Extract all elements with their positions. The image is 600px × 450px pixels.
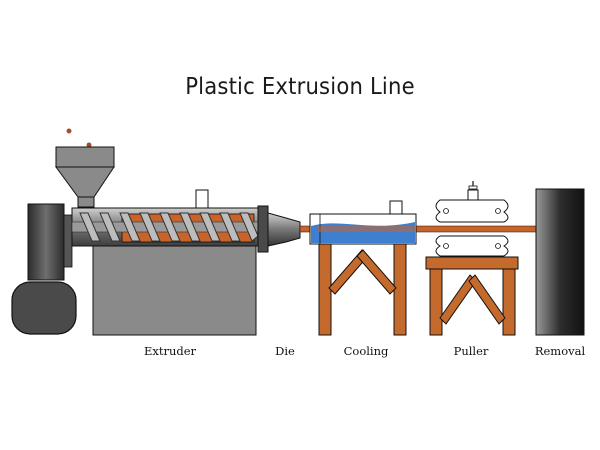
removal-unit (535, 188, 585, 336)
pellet (66, 128, 72, 134)
pellet (86, 142, 92, 148)
label-cooling: Cooling (343, 344, 389, 358)
cooling-tank (309, 200, 417, 336)
extruder (11, 128, 269, 336)
screw (71, 212, 259, 242)
motor (11, 281, 77, 335)
hopper (55, 146, 115, 208)
extruder-body (92, 238, 257, 336)
label-puller: Puller (453, 344, 489, 358)
label-extruder: Extruder (143, 344, 197, 358)
diagram-title: Plastic Extrusion Line (185, 74, 415, 100)
label-die: Die (275, 344, 295, 358)
die (267, 212, 301, 247)
flange (257, 205, 269, 253)
gearbox (27, 203, 65, 281)
label-removal: Removal (534, 344, 586, 358)
puller (425, 181, 519, 336)
